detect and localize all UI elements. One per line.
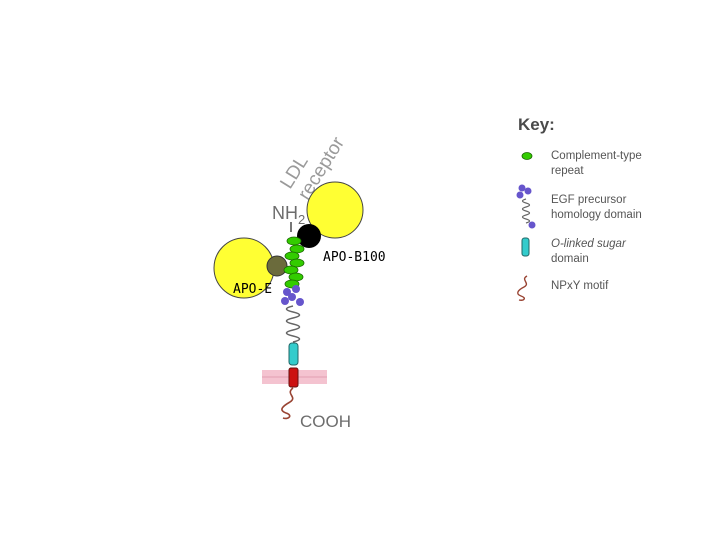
apo-b100-binding-dot — [297, 224, 321, 248]
key-item-sugar-line1: O-linked sugar — [551, 238, 627, 250]
key-item-npxy: NPxY motif — [551, 280, 609, 292]
n-terminus-label: NH2 — [272, 203, 305, 227]
green-ellipse-icon — [521, 152, 533, 160]
o-linked-sugar-domain — [288, 342, 299, 366]
c-terminus-label: COOH — [300, 412, 351, 431]
cyan-cylinder-icon — [521, 237, 530, 257]
egf-dot — [281, 297, 289, 305]
complement-repeat — [286, 236, 302, 246]
key-title: Key: — [518, 115, 555, 134]
egf-dot — [288, 293, 296, 301]
egf-coil-icon — [516, 184, 536, 229]
egf-dot — [283, 288, 291, 296]
npxy-tail — [281, 387, 294, 420]
egf-dot — [296, 298, 304, 306]
key-item-egf-line2: homology domain — [551, 209, 642, 221]
key-item-complement-line1: Complement-type — [551, 150, 642, 162]
egf-dot — [292, 285, 300, 293]
apo-e-label: APO-E — [233, 282, 272, 297]
complement-repeat — [289, 258, 305, 268]
transmembrane-domain — [288, 367, 299, 388]
apo-b100-label: APO-B100 — [323, 250, 386, 265]
egf-coil — [285, 305, 301, 343]
key-item-egf-line1: EGF precursor — [551, 194, 627, 206]
squiggle-icon — [517, 275, 528, 301]
apo-b100-particle — [306, 181, 364, 239]
complement-repeat-stack — [283, 236, 305, 289]
egf-dots — [281, 285, 304, 306]
key-legend: Key: Complement-type repeat EGF precurso… — [516, 115, 642, 301]
key-item-sugar-line2: domain — [551, 253, 589, 265]
key-item-complement-line2: repeat — [551, 165, 584, 177]
apo-e-binding-dot — [266, 255, 288, 277]
